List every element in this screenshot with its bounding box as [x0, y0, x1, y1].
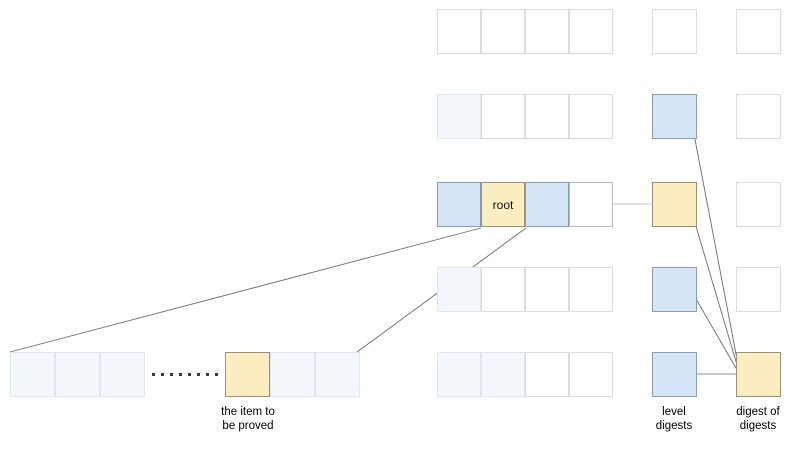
- row-4-cell-1[interactable]: [481, 267, 525, 312]
- leaf-cell-5[interactable]: [315, 352, 360, 397]
- row-bottom-cell-2[interactable]: [525, 352, 569, 397]
- caption-item-to-be-proved: the item to be proved: [221, 406, 275, 432]
- row-2-level-digest[interactable]: [652, 94, 697, 139]
- edge-level-digest-row4-to-digest: [691, 291, 741, 376]
- row-bottom-cell-0[interactable]: [437, 352, 481, 397]
- row-2-cell-1[interactable]: [481, 94, 525, 139]
- caption-level-digests: level digests: [655, 406, 693, 432]
- row-4-cell-0[interactable]: [437, 267, 481, 312]
- leaf-cell-0[interactable]: [10, 352, 55, 397]
- leaf-cell-2[interactable]: [100, 352, 145, 397]
- row-root-cell-3[interactable]: [569, 182, 613, 227]
- root-label: root: [492, 197, 514, 212]
- edge-level-digest-root-to-digest: [694, 222, 741, 376]
- row-top-cell-1[interactable]: [481, 9, 525, 54]
- row-4-cell-2[interactable]: [525, 267, 569, 312]
- row-root-cell-0[interactable]: [437, 182, 481, 227]
- row-bottom-cell-1[interactable]: [481, 352, 525, 397]
- row-4-digest-of-digests[interactable]: [736, 267, 781, 312]
- row-bottom-cell-3[interactable]: [569, 352, 613, 397]
- leaf-cell-item-to-be-proved[interactable]: [225, 352, 270, 397]
- row-bottom-digest-of-digests[interactable]: [736, 352, 781, 397]
- row-2-cell-2[interactable]: [525, 94, 569, 139]
- row-top-cell-2[interactable]: [525, 9, 569, 54]
- leaf-cell-4[interactable]: [270, 352, 315, 397]
- row-top-cell-0[interactable]: [437, 9, 481, 54]
- row-root-cell-1-root[interactable]: root: [481, 182, 525, 227]
- row-4-level-digest[interactable]: [652, 267, 697, 312]
- row-2-digest-of-digests[interactable]: [736, 94, 781, 139]
- edge-level-digest-row2-to-digest: [693, 133, 741, 376]
- row-root-level-digest[interactable]: [652, 182, 697, 227]
- row-root-cell-2[interactable]: [525, 182, 569, 227]
- caption-digest-of-digests: digest of digests: [736, 406, 780, 432]
- row-4-cell-3[interactable]: [569, 267, 613, 312]
- row-2-cell-3[interactable]: [569, 94, 613, 139]
- row-bottom-level-digest[interactable]: [652, 352, 697, 397]
- row-root-digest-of-digests[interactable]: [736, 182, 781, 227]
- leaf-cell-1[interactable]: [55, 352, 100, 397]
- row-top-level-digest[interactable]: [652, 9, 697, 54]
- row-top-cell-3[interactable]: [569, 9, 613, 54]
- row-top-digest-of-digests[interactable]: [736, 9, 781, 54]
- edge-root-row-to-leaf-left: [9, 227, 482, 353]
- leaf-row-ellipsis: [152, 372, 218, 376]
- row-2-cell-0[interactable]: [437, 94, 481, 139]
